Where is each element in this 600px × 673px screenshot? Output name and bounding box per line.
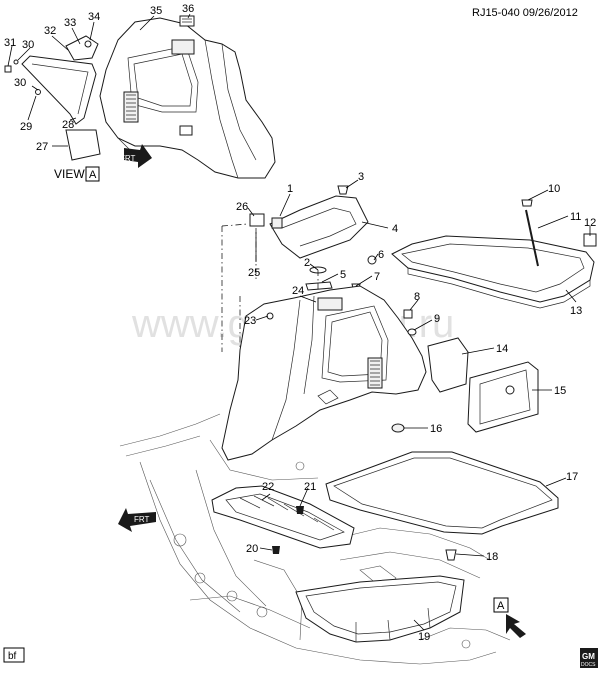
fastener-18	[445, 549, 457, 561]
callout-26: 26	[236, 201, 248, 213]
bracket-upper	[171, 39, 195, 55]
callout-31: 31	[4, 37, 16, 49]
callout-11: 11	[570, 211, 581, 223]
callout-12: 12	[584, 217, 596, 229]
callout-14: 14	[496, 343, 508, 355]
callout-8: 8	[414, 291, 420, 303]
callout-34: 34	[88, 11, 100, 23]
callout-29: 29	[20, 121, 32, 133]
callout-27: 27	[36, 141, 48, 153]
callout-21: 21	[304, 481, 316, 493]
callout-7: 7	[374, 271, 380, 283]
screw-30-lower	[35, 89, 41, 95]
view-label-box	[85, 166, 100, 182]
gm-docs-logo: GM DOCS	[580, 648, 598, 668]
fastener-16	[391, 423, 405, 433]
cargo-floor-mat-17	[325, 451, 559, 535]
callout-18: 18	[486, 551, 498, 563]
callout-28: 28	[62, 119, 74, 131]
screw-30-upper	[13, 59, 19, 65]
author-tag-box	[3, 647, 25, 663]
clip-9	[407, 328, 417, 336]
callout-30-upper: 30	[22, 39, 34, 51]
leader-lines	[7, 13, 591, 631]
cover-panel-15	[467, 361, 539, 433]
callout-10: 10	[548, 183, 560, 195]
clip-31	[4, 65, 12, 73]
view-label: VIEW	[54, 167, 85, 181]
clip-1	[271, 217, 283, 229]
callout-32: 32	[44, 25, 56, 37]
lower-grille	[367, 357, 383, 389]
callout-19: 19	[418, 631, 430, 643]
lamp-housing	[65, 35, 99, 61]
clip-12	[583, 233, 597, 247]
view-a-arrow: A	[493, 597, 526, 638]
callout-36: 36	[182, 3, 194, 15]
clip-24	[317, 297, 343, 311]
front-arrow-upper: FRT	[120, 144, 152, 168]
front-arrow-lower: FRT	[118, 508, 156, 532]
lamp-bulb	[84, 40, 92, 48]
view-a-inset: FRT VIEW A	[4, 15, 276, 182]
screw-10	[521, 199, 533, 207]
author-tag: bf	[8, 651, 17, 662]
clip-36	[179, 15, 195, 27]
callout-30-lower: 30	[14, 77, 26, 89]
callout-2: 2	[304, 257, 310, 269]
middle-assembly	[221, 185, 597, 420]
callout-17: 17	[566, 471, 578, 483]
callout-33: 33	[64, 17, 76, 29]
clip-26	[249, 213, 265, 227]
callout-35: 35	[150, 5, 162, 17]
callout-9: 9	[434, 313, 440, 325]
drawing-reference: RJ15-040 09/26/2012	[472, 7, 578, 19]
cover-panel-14	[427, 337, 469, 393]
callout-25: 25	[248, 267, 260, 279]
svg-text:FRT: FRT	[120, 154, 136, 163]
lower-quarter-trim-panel	[221, 285, 427, 461]
screw-3	[337, 185, 349, 195]
lower-quarter-trim	[221, 285, 539, 461]
callout-6: 6	[378, 249, 384, 261]
svg-text:FRT: FRT	[134, 515, 150, 524]
callouts: 1 2 3 4 5 6 7 8 9 10 11 12 13 14 15 16 1…	[4, 3, 596, 643]
clip-5	[305, 281, 333, 291]
callout-16: 16	[430, 423, 442, 435]
callout-24: 24	[292, 285, 304, 297]
trim-strip-28	[21, 55, 97, 125]
callout-23: 23	[244, 315, 256, 327]
svg-text:GM: GM	[582, 652, 595, 661]
upper-quarter-trim-4	[269, 195, 369, 259]
callout-13: 13	[570, 305, 582, 317]
small-trim-clip	[179, 125, 193, 136]
callout-15: 15	[554, 385, 566, 397]
callout-3: 3	[358, 171, 364, 183]
access-cover-27	[65, 129, 101, 161]
fastener-6	[367, 255, 377, 265]
cover-15-knob	[505, 385, 515, 395]
quarter-trim-upper-panel	[99, 17, 276, 179]
storage-tray-19	[295, 575, 465, 643]
callout-20: 20	[246, 543, 258, 555]
fastener-21	[296, 506, 304, 514]
callout-4: 4	[392, 223, 398, 235]
callout-5: 5	[340, 269, 346, 281]
callout-1: 1	[287, 183, 293, 195]
callout-22: 22	[262, 481, 274, 493]
fastener-20	[272, 546, 280, 554]
grille-vents	[123, 91, 139, 123]
clip-8	[403, 309, 413, 319]
view-label-letter: A	[89, 169, 97, 181]
svg-text:DOCS: DOCS	[581, 662, 596, 668]
svg-text:A: A	[497, 600, 505, 612]
support-rod-11	[525, 209, 539, 267]
